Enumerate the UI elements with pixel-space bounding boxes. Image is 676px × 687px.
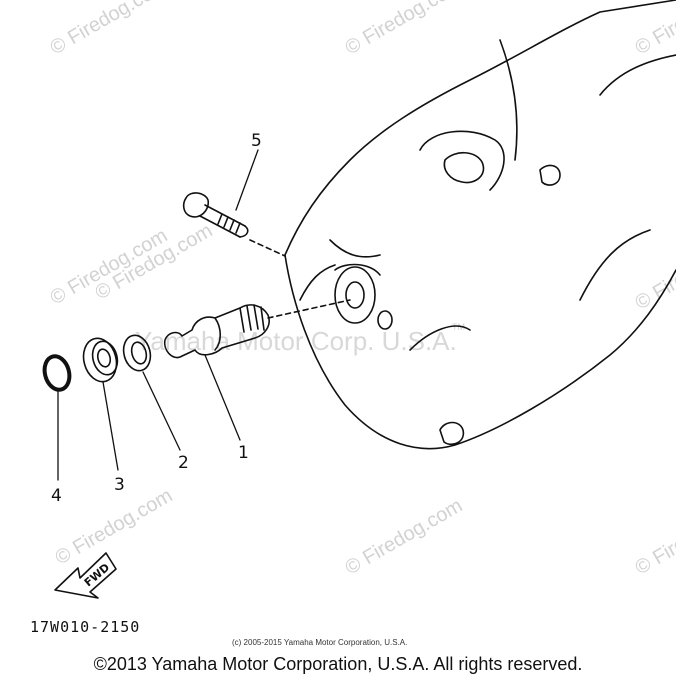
watermark: © Firedog.com (47, 0, 172, 59)
watermark: © Firedog.com (632, 230, 676, 315)
watermark: © Firedog.com (632, 495, 676, 580)
small-copyright: (c) 2005-2015 Yamaha Motor Corporation, … (232, 638, 407, 647)
label-part-5: 5 (251, 131, 262, 151)
watermark-layer: © Firedog.com © Firedog.com © Firedog.co… (47, 0, 676, 579)
watermark: © Firedog.com (342, 495, 467, 580)
tm-mark: TM (452, 322, 465, 332)
watermark: © Firedog.com (52, 485, 177, 570)
seal-part-3 (82, 337, 119, 383)
yamaha-watermark: Yamaha Motor Corp. U.S.A. (135, 326, 457, 356)
crankcase-cover (284, 0, 676, 450)
footer-copyright: ©2013 Yamaha Motor Corporation, U.S.A. A… (93, 654, 583, 674)
label-part-3: 3 (114, 475, 125, 495)
label-part-4: 4 (51, 486, 62, 506)
label-part-1: 1 (238, 443, 249, 463)
oring-part-4 (42, 354, 72, 392)
bolt-part-5 (182, 192, 286, 257)
leader-lines (57, 149, 259, 481)
label-part-2: 2 (178, 453, 189, 473)
washer-part-2 (122, 334, 152, 372)
watermark: © Firedog.com (632, 0, 676, 59)
shaft-part-1 (163, 299, 351, 359)
watermark: © Firedog.com (342, 0, 467, 59)
drawing-code: 17W010-2150 (30, 618, 140, 636)
